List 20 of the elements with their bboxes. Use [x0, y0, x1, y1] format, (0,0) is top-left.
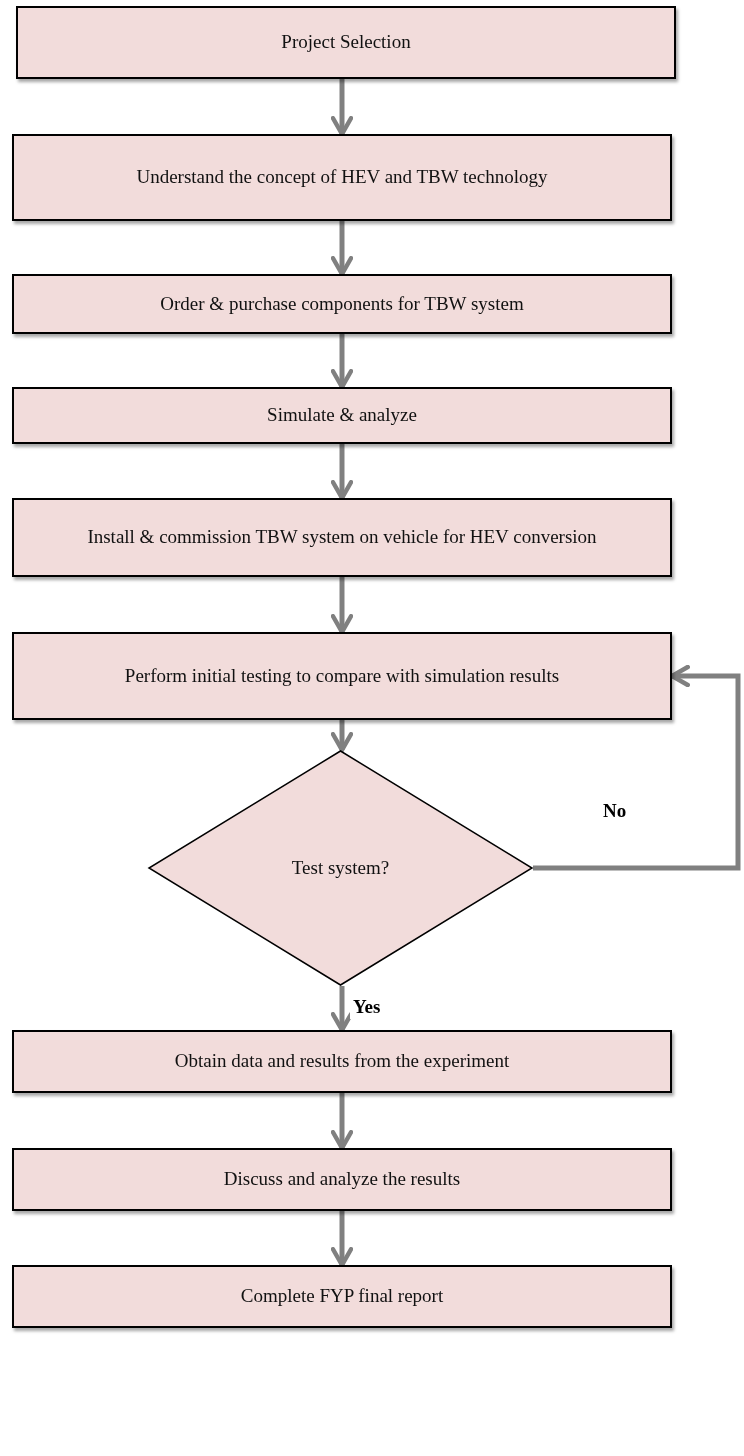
process-box: Install & commission TBW system on vehicle for HEV conversion: [12, 498, 672, 577]
process-box: Project Selection: [16, 6, 676, 79]
arrow: [330, 334, 354, 390]
arrow: [330, 79, 354, 137]
arrow: [330, 577, 354, 635]
arrow: [330, 720, 354, 753]
decision-diamond: Test system?: [148, 750, 533, 986]
process-box: Order & purchase components for TBW system: [12, 274, 672, 334]
process-box: Discuss and analyze the results: [12, 1148, 672, 1211]
process-box: Complete FYP final report: [12, 1265, 672, 1328]
arrow: [533, 664, 741, 871]
arrow: [330, 1211, 354, 1268]
process-box: Understand the concept of HEV and TBW technology: [12, 134, 672, 221]
process-box: Simulate & analyze: [12, 387, 672, 444]
arrow: [330, 444, 354, 501]
process-box: Obtain data and results from the experiment: [12, 1030, 672, 1093]
process-box: Perform initial testing to compare with simulation results: [12, 632, 672, 720]
arrow: [330, 221, 354, 277]
arrow: [330, 1093, 354, 1151]
arrow: [330, 986, 354, 1033]
